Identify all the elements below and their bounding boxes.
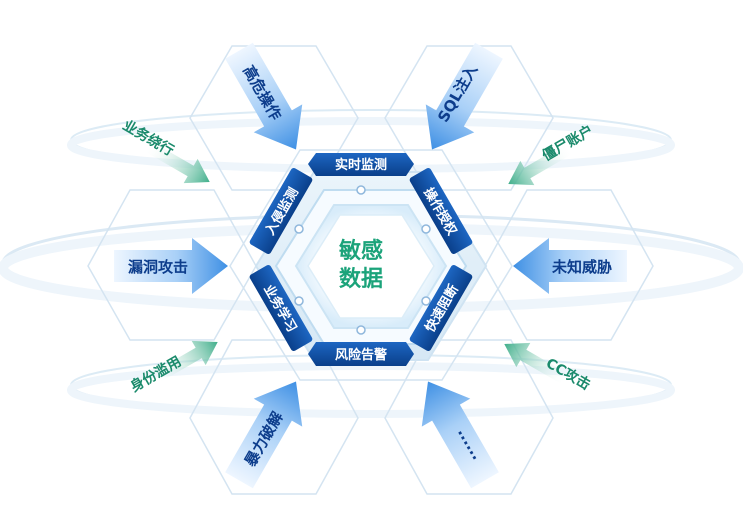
green-arrow-upper-right [508, 142, 574, 186]
ring-tag-bottom-label: 风险告警 [335, 347, 387, 363]
arrow-bottom-left: 暴力破解 [225, 381, 303, 489]
arrow-right [513, 238, 627, 294]
arrow-bottom-right [421, 381, 499, 489]
green-arrow-lower-right [504, 342, 570, 386]
ring-tag-top: 实时监测 [308, 153, 414, 176]
core-label-line2: 数据 [339, 266, 383, 292]
arrow-left: 漏洞攻击 [114, 238, 228, 294]
arrow-top-right [425, 42, 503, 150]
ring-tag-top-label: 实时监测 [335, 157, 387, 173]
arrow-left-label: 漏洞攻击 [128, 258, 188, 276]
core-label-line1: 敏感 [338, 238, 383, 264]
ring-tag-bottom: 风险告警 [308, 342, 414, 366]
arrow-top-left: 高危操作 [225, 42, 303, 150]
green-arrow-lower-left [152, 340, 218, 384]
arrow-right-label: 未知威胁 [551, 258, 612, 276]
outer-hexagons [87, 45, 654, 495]
green-arrow-upper-left [144, 140, 210, 184]
blue-arrows: 高危操作 SQL注入 漏洞攻击 未知威胁 暴力破解 ...... [114, 42, 627, 489]
